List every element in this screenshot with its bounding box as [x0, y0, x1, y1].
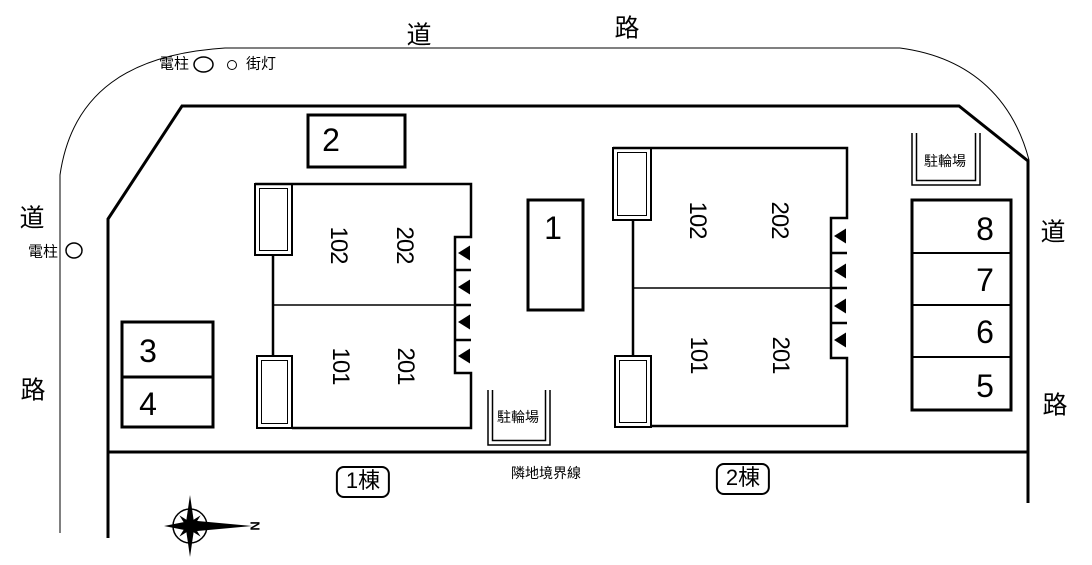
bicycle-parking-bottom-label: 駐輪場: [497, 409, 539, 425]
parking-stall-2: [306, 113, 407, 169]
building-1-unit-101: 101: [327, 347, 354, 385]
building-1-outline: [254, 182, 473, 430]
parking-number-4: 4: [139, 386, 157, 422]
building-2-stairwell-top: [612, 147, 652, 221]
entry-arrow-icon: [458, 348, 470, 364]
entry-arrow-icon: [834, 332, 846, 348]
parking-number-7: 7: [976, 262, 994, 298]
pole-markers: [65, 56, 237, 259]
property-boundary-outline: [106, 104, 1030, 538]
entry-arrow-icon: [458, 279, 470, 295]
utility-pole-top-icon: [193, 56, 214, 73]
parking-number-5: 5: [976, 368, 994, 404]
road-label-right-2: 路: [1042, 391, 1068, 420]
entry-arrow-icon: [834, 298, 846, 314]
compass-north-label: N: [247, 521, 263, 531]
road-label-top-2: 路: [614, 14, 640, 43]
building-2-stairwell-top-inner: [617, 152, 647, 216]
parking-number-8: 8: [976, 211, 994, 247]
entry-arrow-icon: [458, 245, 470, 261]
parking-number-3: 3: [139, 333, 157, 369]
street-light-icon: [227, 60, 237, 70]
building-2-unit-102: 102: [684, 201, 711, 239]
building-1-stairwell-bottom-inner: [261, 360, 288, 424]
bicycle-parking-top-right-label: 駐輪場: [924, 153, 966, 169]
building-1-stairwell-bottom: [256, 355, 293, 429]
building-2-outline: [612, 146, 849, 428]
bicycle-parking-outlines: [487, 133, 981, 446]
parking-stall-outlines: [120, 113, 1013, 429]
road-label-left-1: 道: [19, 204, 45, 233]
entry-arrow-icon: [834, 263, 846, 279]
building-1-unit-201: 201: [392, 347, 419, 385]
street-light-label: 街灯: [245, 55, 277, 73]
building-1-unit-202: 202: [391, 226, 418, 264]
compass-rose-icon: [164, 495, 252, 557]
bicycle-parking-top-right-box: [911, 133, 981, 186]
building-1-entry-arrows: [458, 245, 470, 364]
building-1-stairwell-top-inner: [259, 188, 288, 251]
parking-number-2: 2: [322, 122, 340, 158]
building-2-unit-201: 201: [767, 336, 794, 374]
parking-stall-3-4: [120, 320, 215, 429]
building-1-unit-102: 102: [325, 226, 352, 264]
utility-pole-top-label: 電柱: [158, 55, 190, 73]
building-2-stairwell-bottom: [614, 355, 652, 428]
parking-number-1: 1: [544, 210, 562, 246]
road-edge-lines: [59, 47, 1030, 533]
road-edge-top: [59, 47, 900, 533]
building-2-label: 2棟: [715, 463, 771, 495]
utility-pole-left-label: 電柱: [27, 243, 59, 261]
building-2-entry-arrows: [834, 228, 846, 348]
building-1-stairwell-top: [254, 183, 293, 256]
adjacent-land-boundary-label: 隣地境界線: [511, 465, 581, 481]
road-label-left-2: 路: [20, 376, 46, 405]
entry-arrow-icon: [458, 314, 470, 330]
building-1-label: 1棟: [335, 466, 391, 498]
building-2-stairwell-bottom-inner: [619, 360, 647, 423]
bicycle-parking-bottom-box: [487, 390, 551, 446]
entry-arrow-icon: [834, 228, 846, 244]
building-2-walls: [613, 146, 849, 428]
building-2-unit-202: 202: [766, 201, 793, 239]
building-2-unit-101: 101: [685, 336, 712, 374]
parking-number-6: 6: [976, 314, 994, 350]
road-label-top-1: 道: [406, 21, 432, 50]
road-label-right-1: 道: [1040, 218, 1066, 247]
utility-pole-left-icon: [65, 242, 83, 259]
road-edge-right-curve: [899, 47, 1030, 161]
property-boundary: [106, 104, 1030, 538]
parking-stall-1: [526, 198, 585, 312]
